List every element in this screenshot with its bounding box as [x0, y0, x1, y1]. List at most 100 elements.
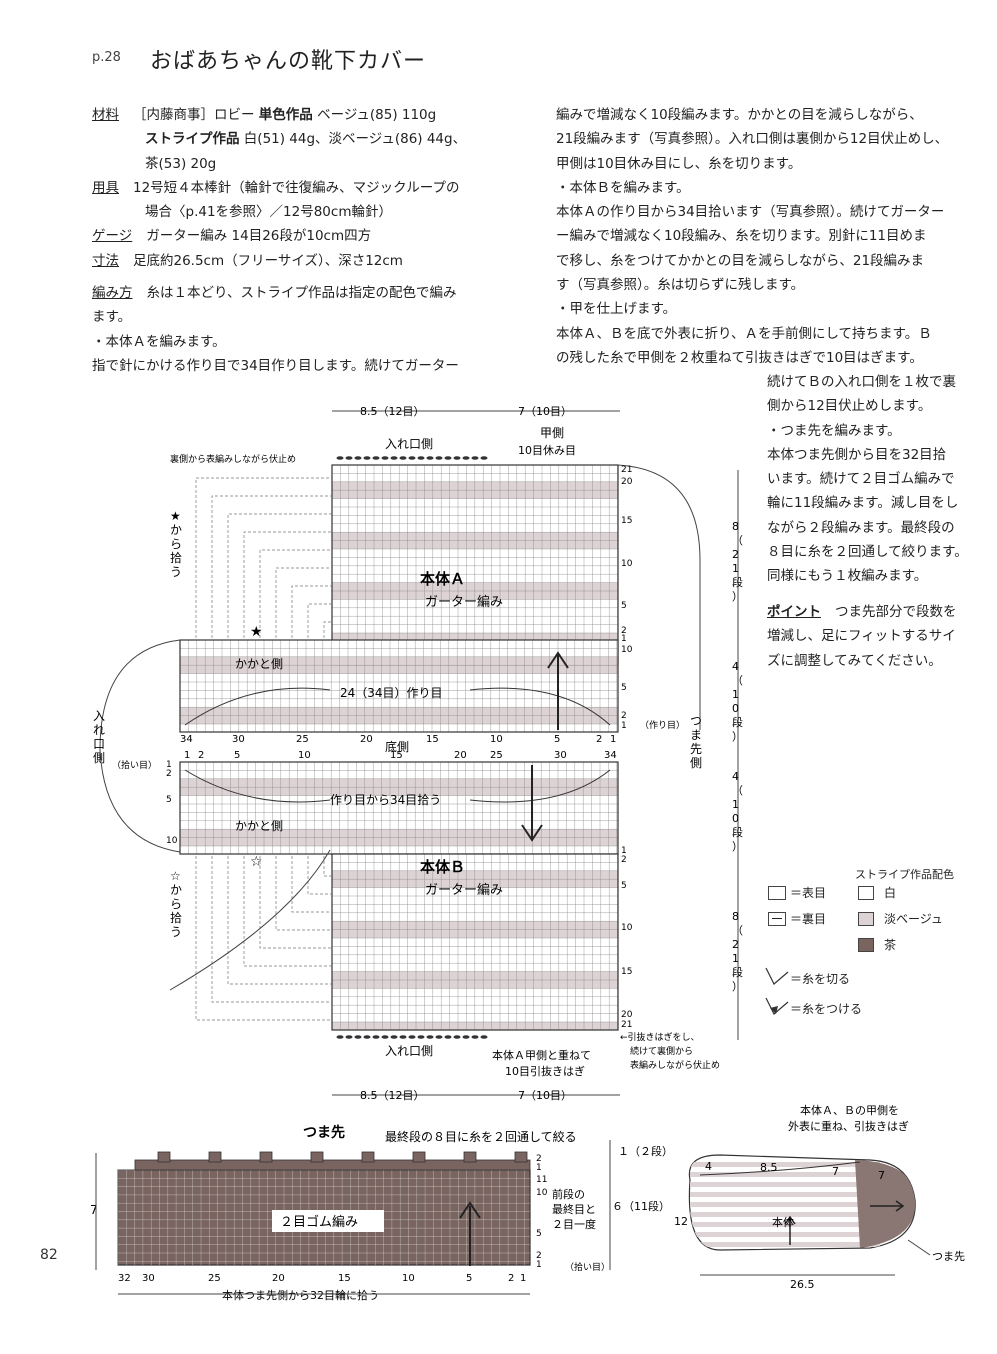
size-label: 寸法 [92, 252, 119, 269]
stitch-scale-top: 15 [426, 734, 439, 745]
instep-label: 甲側 [540, 426, 564, 440]
toe-dec-note-2: 最終目と [552, 1202, 596, 1216]
row-number-a: 5 [621, 683, 627, 693]
row-number-b: 10 [166, 836, 178, 846]
dim-bottom-right: 7（10目） [518, 1089, 572, 1102]
stitch-scale-mid: 1 [184, 750, 190, 761]
dim-r2-vertical-char: ） [732, 730, 743, 743]
toe-pickup-note: 本体つま先側から32目輪に拾う [222, 1288, 379, 1302]
bind-off-mark [462, 456, 470, 460]
row-number-b: 15 [621, 967, 632, 977]
bind-off-mark [354, 1035, 362, 1039]
dim-r3-vertical-char: （ [732, 784, 743, 797]
pickup-cast-on-label: 作り目から34目拾う [330, 792, 441, 807]
dim-r4-vertical-char: （ [732, 924, 743, 937]
instruction-line-2: 21段編みます（写真参照）。入れ口側は裏側から12目伏止めし、 [556, 131, 949, 148]
join-note-1: 本体Ａ甲側と重ねて [492, 1048, 591, 1062]
white-star-pick-vertical-char: 拾 [170, 910, 182, 925]
join-note-2: 10目引抜きはぎ [505, 1064, 585, 1078]
illus-dim-4: 4 [705, 1160, 712, 1173]
stitch-scale-mid: 34 [604, 750, 617, 761]
stitch-scale-top: 20 [360, 734, 373, 745]
instruction-line-b-7: ながら２段編みます。最終段の [767, 519, 955, 536]
toe-row-number: 1 [536, 1260, 542, 1270]
illus-toe-label: つま先 [932, 1250, 965, 1263]
tools-label: 用具 [92, 179, 119, 196]
illus-dim-85: 8.5 [760, 1161, 778, 1174]
heel-side-b: かかと側 [235, 819, 283, 833]
bind-off-mark [372, 456, 380, 460]
light-beige-swatch [858, 912, 874, 926]
stitch-scale-top: 10 [490, 734, 503, 745]
instruction-line-10: 本体Ａ、Ｂを底で外表に折り、Ａを手前側にして持ちます。Ｂ [556, 325, 932, 342]
purl-symbol [768, 912, 786, 926]
instruction-line-b-1: 続けてＢの入れ口側を１枚で裏 [767, 374, 956, 390]
dim-r1-vertical-char: 1 [732, 562, 739, 575]
instruction-line-4: ・本体Ｂを編みます。 [556, 179, 690, 196]
legend-title: ストライプ作品配色 [855, 868, 954, 881]
dim-r4-vertical-char: 1 [732, 952, 739, 965]
dim-top-right: 7（10目） [518, 405, 572, 418]
illus-note-2: 外表に重ね、引抜きはぎ [788, 1119, 909, 1133]
bind-off-mark [435, 456, 443, 460]
solid-work-label: 単色作品 [258, 107, 313, 123]
knit-label: ＝表目 [790, 886, 827, 900]
sock-stripe [690, 1202, 880, 1207]
row-number-a: 10 [621, 559, 633, 569]
stripe-work-yarn: 白(51) 44g、淡ベージュ(86) 44g、 [243, 131, 467, 148]
page-number: 82 [40, 1247, 58, 1263]
dim-bottom-left: 8.5（12目） [360, 1089, 425, 1102]
dim-r4-vertical-char: 段 [732, 965, 743, 979]
toe-decrease-cell [361, 1151, 375, 1163]
knit-symbol [768, 886, 786, 900]
row-number-a: 1 [621, 634, 627, 644]
star-pick-vertical-char: ★ [170, 509, 181, 523]
dim-r3-vertical-char: 0 [732, 812, 739, 825]
toe-side-vertical-char: 側 [690, 756, 702, 770]
toe-row-number: 10 [536, 1188, 548, 1198]
bind-off-note: 裏側から表編みしながら伏止め [170, 453, 296, 465]
toe-side-vertical-char: つ [690, 714, 702, 728]
method-text-2: ます。 [92, 309, 132, 326]
instruction-line-b-5: います。続けて２目ゴム編みで [767, 471, 955, 488]
toe-side-vertical-char: 先 [690, 742, 702, 756]
point-label: ポイント [767, 604, 821, 620]
row-number-b: 2 [166, 769, 172, 779]
stitch-scale-mid: 30 [554, 750, 567, 761]
toe-stitch-scale: 20 [272, 1273, 285, 1284]
brown-swatch [858, 938, 874, 952]
point-box: ポイントつま先部分で段数を 増減し、足にフィットするサイ ズに調整してみてくださ… [767, 600, 957, 673]
toe-decrease-cell [412, 1151, 426, 1163]
stitch-scale-mid: 25 [490, 750, 503, 761]
rest-stitches-label: 10目休み目 [518, 444, 576, 457]
dim-r1-vertical-char: 段 [732, 575, 743, 589]
bind-off-mark [354, 456, 362, 460]
bind-off-mark [417, 456, 425, 460]
stitch-scale-mid: 15 [390, 750, 403, 761]
sock-stripe [690, 1182, 880, 1187]
instruction-line-9: ・甲を仕上げます。 [556, 301, 677, 318]
toe-decrease-cell [514, 1151, 528, 1163]
toe-dim-body: ６（11段） [612, 1199, 670, 1213]
dim-r4-vertical-char: ） [732, 980, 743, 993]
row-number-b: 1 [621, 846, 627, 856]
toe-stitch-scale: 5 [466, 1273, 472, 1284]
yarn-symbols [765, 967, 789, 1015]
page-title: おばあちゃんの靴下カバー [150, 49, 427, 74]
bind-off-mark [417, 1035, 425, 1039]
bind-off-mark [471, 456, 479, 460]
opening-side-vertical-char: 入 [93, 709, 105, 723]
toe-dec-note-1: 前段の [552, 1187, 585, 1201]
toe-stitch-scale: 30 [142, 1273, 155, 1284]
attach-yarn-label: ＝糸をつける [790, 1002, 863, 1016]
row-number-b: 5 [166, 795, 172, 805]
dim-r3-vertical-char: 1 [732, 798, 739, 811]
row-number-a: 10 [621, 645, 633, 655]
row-number-a: 21 [621, 465, 632, 475]
toe-stitch-scale: 15 [338, 1273, 351, 1284]
illus-body-label: 本体 [772, 1215, 794, 1229]
bind-note2-2: 続けて裏側から [630, 1045, 693, 1057]
stitch-scale-top: 1 [610, 734, 616, 745]
